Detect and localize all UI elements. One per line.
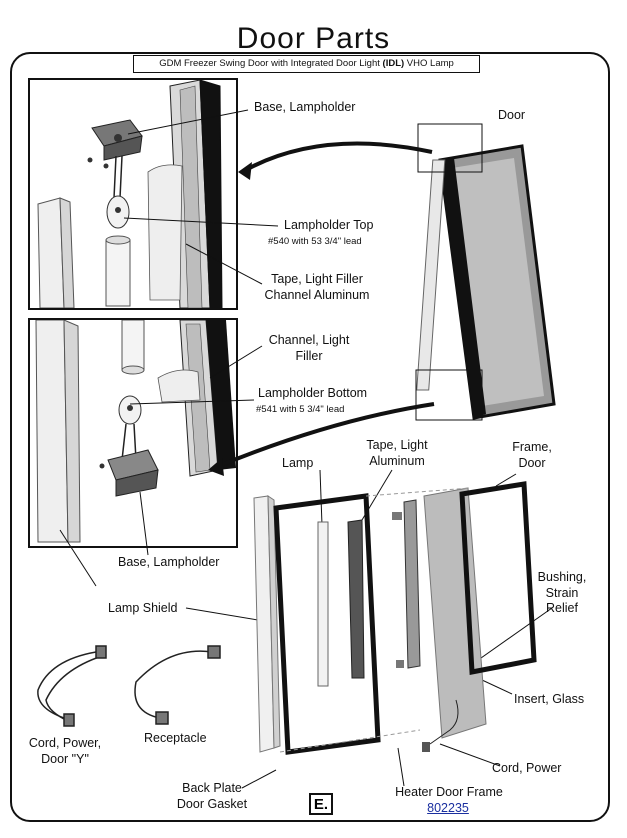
arrow-top (241, 141, 433, 174)
label-heater-door-frame: Heater Door Frame (395, 785, 503, 799)
label-lampholder-top: Lampholder Top (284, 218, 374, 232)
label-filler: Filler (295, 349, 323, 363)
label-frame-door: Door (518, 456, 546, 470)
label-insert-glass: Insert, Glass (514, 692, 585, 706)
arrow-bottom (213, 402, 435, 470)
detail-panel-top (28, 78, 238, 310)
subtitle-text-2: VHO Lamp (404, 58, 454, 69)
label-channel-aluminum: Channel Aluminum (264, 288, 370, 302)
label-channel-light: Channel, Light (268, 333, 350, 347)
label-door: Door (498, 108, 526, 122)
diagram-subtitle: GDM Freezer Swing Door with Integrated D… (133, 55, 480, 73)
label-base-lampholder-bottom: Base, Lampholder (118, 555, 220, 569)
label-lampholder-top-note: #540 with 53 3/4" lead (268, 236, 362, 247)
label-lampholder-bottom-note: #541 with 5 3/4" lead (256, 404, 345, 415)
label-back-plate: Back Plate (182, 781, 242, 795)
subtitle-text-idl: (IDL) (382, 58, 405, 69)
page-title: Door Parts (236, 22, 391, 55)
detail-panel-bottom (28, 318, 238, 548)
label-tape-light-filler: Tape, Light Filler (271, 272, 363, 286)
label-lamp: Lamp (282, 456, 314, 470)
label-receptacle: Receptacle (144, 731, 207, 745)
label-cord-power: Cord, Power (492, 761, 562, 775)
exploded-assembly (253, 481, 537, 755)
part-number-link[interactable]: 802235 (427, 801, 469, 815)
label-strain: Strain (545, 586, 579, 600)
label-bushing: Bushing, (537, 570, 587, 584)
label-base-lampholder-top: Base, Lampholder (254, 100, 356, 114)
label-lamp-shield: Lamp Shield (108, 601, 178, 615)
label-relief: Relief (546, 601, 578, 615)
label-frame: Frame, (512, 440, 552, 454)
label-door-gasket: Door Gasket (176, 797, 248, 811)
section-badge: E. (309, 793, 333, 815)
detail-top-illustration (37, 80, 223, 308)
receptacle-cord (134, 645, 221, 725)
label-aluminum: Aluminum (369, 454, 425, 468)
door-illustration (415, 123, 556, 421)
cord-power-y (37, 645, 107, 727)
label-door-y: Door "Y" (41, 752, 89, 766)
detail-bottom-illustration (35, 320, 236, 543)
subtitle-text-1: GDM Freezer Swing Door with Integrated D… (159, 58, 383, 69)
label-lampholder-bottom: Lampholder Bottom (258, 386, 368, 400)
leader-lines (59, 109, 553, 789)
page-border (10, 52, 610, 822)
label-tape-light: Tape, Light (366, 438, 428, 452)
label-cord-power-door: Cord, Power, (28, 736, 102, 750)
